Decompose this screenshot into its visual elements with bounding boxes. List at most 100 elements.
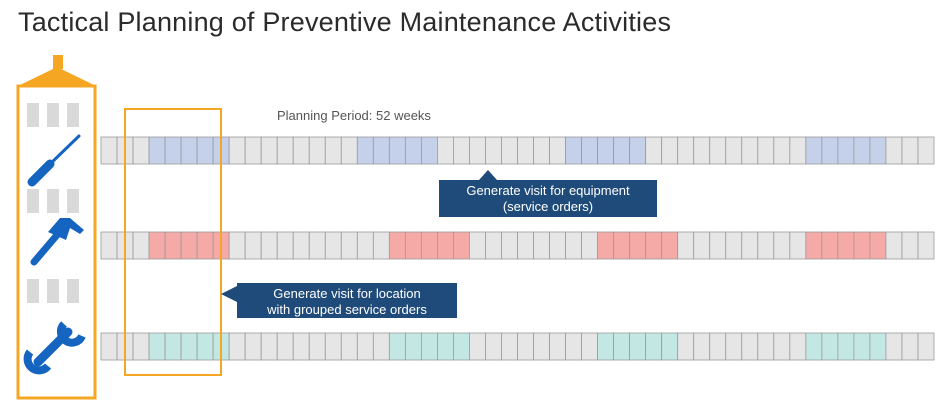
week-cell [693, 332, 711, 361]
building-windows [27, 103, 79, 303]
week-cell-scheduled [420, 332, 438, 361]
week-cell [292, 332, 310, 361]
week-cell [885, 231, 903, 260]
week-cell [132, 332, 150, 361]
week-cell [517, 136, 534, 165]
week-cell [917, 332, 935, 361]
week-cell-scheduled [837, 231, 855, 260]
week-cell [757, 332, 775, 361]
week-cell [789, 332, 807, 361]
week-cell [469, 136, 486, 165]
week-cell [292, 136, 310, 165]
week-cell [228, 136, 246, 165]
week-cell [340, 231, 358, 260]
page-title: Tactical Planning of Preventive Maintena… [18, 7, 672, 37]
week-cell-scheduled [453, 332, 470, 361]
timelines [100, 136, 935, 361]
building-window [47, 103, 59, 127]
week-cell [308, 332, 326, 361]
week-cell-scheduled [597, 136, 615, 165]
week-cell-scheduled [869, 136, 887, 165]
week-cell-scheduled [356, 136, 374, 165]
week-cell-scheduled [613, 231, 631, 260]
week-cell [693, 136, 711, 165]
week-cell [485, 136, 502, 165]
week-cell [709, 136, 727, 165]
week-cell-scheduled [148, 231, 166, 260]
week-cell-scheduled [645, 231, 663, 260]
week-cell-scheduled [388, 136, 406, 165]
building-window [47, 189, 59, 213]
week-cell-scheduled [869, 231, 887, 260]
week-cell [100, 332, 118, 361]
week-cell [308, 231, 326, 260]
week-cell-scheduled [372, 136, 390, 165]
week-cell-scheduled [388, 231, 406, 260]
week-cell [100, 136, 118, 165]
week-cell [244, 136, 262, 165]
week-cell [501, 136, 518, 165]
week-cell [885, 136, 903, 165]
week-cell [276, 136, 294, 165]
week-cell [324, 332, 342, 361]
week-cell [549, 136, 566, 165]
week-cell [901, 231, 919, 260]
week-cell [244, 231, 262, 260]
week-cell-scheduled [853, 332, 871, 361]
week-cell [372, 231, 390, 260]
week-cell [533, 136, 550, 165]
week-cell [677, 231, 695, 260]
week-cell [517, 332, 534, 361]
wrench-icon [23, 321, 86, 375]
week-cell [356, 332, 374, 361]
week-cell-scheduled [565, 136, 582, 165]
week-cell [789, 231, 807, 260]
week-cell [773, 136, 791, 165]
week-cell [485, 231, 502, 260]
week-cell [276, 332, 294, 361]
week-cell [436, 136, 454, 165]
week-cell-scheduled [661, 332, 679, 361]
week-cell [757, 231, 775, 260]
week-cell-scheduled [629, 136, 647, 165]
week-cell [773, 332, 791, 361]
week-cell-scheduled [597, 231, 615, 260]
building-window [27, 189, 39, 213]
week-cell [725, 136, 743, 165]
week-cell-scheduled [148, 332, 166, 361]
week-cell-scheduled [661, 231, 679, 260]
screwdriver-icon [27, 134, 81, 187]
week-cell [885, 332, 903, 361]
building-window [27, 103, 39, 127]
building-window [67, 103, 79, 127]
week-cell-scheduled [613, 136, 631, 165]
building-window [67, 279, 79, 303]
week-cell [260, 136, 278, 165]
week-cell-scheduled [837, 136, 855, 165]
week-cell [324, 136, 342, 165]
week-cell [581, 231, 599, 260]
week-cell-scheduled [853, 231, 871, 260]
week-cell [709, 231, 727, 260]
week-cell-scheduled [180, 136, 198, 165]
week-cell-scheduled [629, 231, 647, 260]
week-cell [773, 231, 791, 260]
week-cell-scheduled [164, 136, 182, 165]
week-cell-scheduled [453, 231, 470, 260]
week-cell [661, 136, 679, 165]
week-cell [260, 231, 278, 260]
week-cell [549, 332, 566, 361]
week-cell-scheduled [597, 332, 615, 361]
week-cell-scheduled [404, 231, 422, 260]
building-frame [16, 84, 97, 400]
week-cell-scheduled [196, 231, 214, 260]
week-cell-scheduled [805, 231, 823, 260]
week-cell [677, 136, 695, 165]
building [16, 55, 97, 400]
week-cell-scheduled [581, 136, 599, 165]
callout-equipment: Generate visit for equipment(service ord… [439, 170, 657, 217]
week-cell-scheduled [837, 332, 855, 361]
